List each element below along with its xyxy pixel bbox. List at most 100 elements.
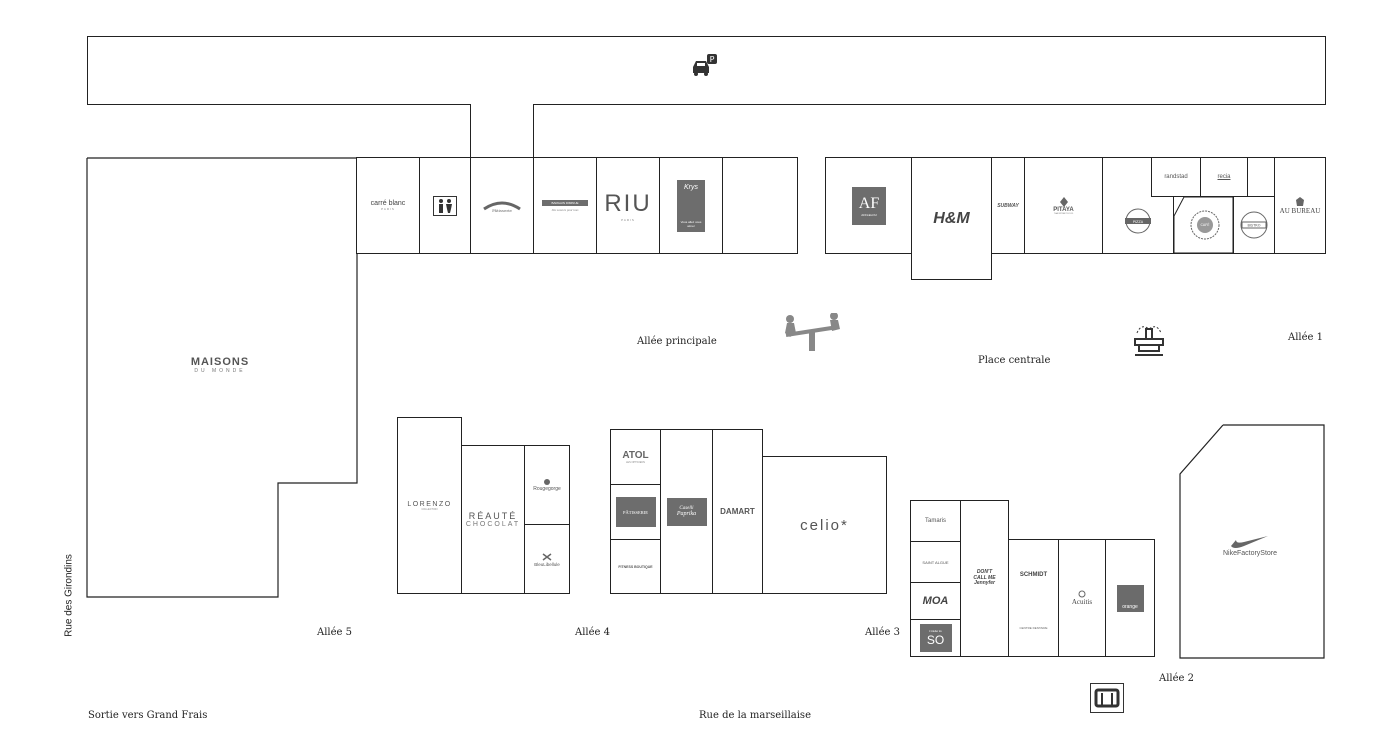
label-allee-3: Allée 3: [865, 627, 900, 638]
store-afflelou[interactable]: AF AFFLELOU: [825, 157, 913, 254]
celio-label: celio*: [800, 516, 849, 534]
label-place-centrale: Place centrale: [978, 355, 1051, 366]
store-recia[interactable]: recia: [1200, 157, 1248, 197]
so-label: SO: [926, 632, 945, 647]
riu-label: RIU: [604, 189, 652, 217]
store-bargain[interactable]: BARGAIN DIMINUE Des saveurs pour tous: [533, 157, 597, 254]
round-logo-1-icon: PIZZA: [1125, 208, 1151, 233]
store-au-bureau[interactable]: AU BUREAU: [1274, 157, 1326, 254]
label-allee-1: Allée 1: [1288, 332, 1323, 343]
store-restaurant-3[interactable]: BISTRO: [1233, 196, 1275, 254]
svg-text:P: P: [710, 55, 715, 64]
saintalgue-label: SAINT ALGUE: [922, 559, 949, 565]
rougegorge-label: Rougegorge: [533, 486, 561, 492]
reaute-label: RÉAUTÉ: [468, 511, 518, 521]
nike-label: NikeFactoryStore: [1222, 549, 1278, 557]
store-acuitis[interactable]: Acuitis: [1058, 539, 1106, 657]
label-allee-2: Allée 2: [1159, 673, 1194, 684]
riu-sub: PARIS: [621, 217, 635, 222]
restaurant3-label: BISTRO: [1248, 224, 1261, 228]
store-fitness-boutique[interactable]: FITNESS BOUTIQUE: [610, 539, 661, 594]
restaurant2-label: CAFÉ: [1200, 222, 1209, 227]
fountain-icon: [1131, 323, 1167, 359]
maisons-sub: DU MONDE: [194, 368, 246, 374]
schmidt-label: SCHMIDT: [1019, 572, 1048, 578]
wc-area[interactable]: [419, 157, 471, 254]
hm-label: H&M: [933, 209, 970, 227]
store-pitaya[interactable]: PITAYA THAI STREET FOOD: [1024, 157, 1103, 254]
acuitis-eye-icon: [1078, 590, 1086, 598]
store-orange[interactable]: orange: [1105, 539, 1155, 657]
store-rougegorge[interactable]: Rougegorge: [524, 445, 570, 525]
store-schmidt[interactable]: SCHMIDT: [1008, 560, 1059, 590]
aubureau-label: AU BUREAU: [1279, 206, 1321, 215]
store-lorenzo[interactable]: LORENZO COLLECTION: [397, 417, 462, 594]
store-empty-1[interactable]: [722, 157, 798, 254]
store-patisserie[interactable]: Pâtisserie: [470, 157, 534, 254]
orange-label: orange: [1122, 603, 1138, 610]
store-celio[interactable]: celio*: [762, 456, 887, 594]
krys-sub: Vous allez vous aimer: [680, 219, 702, 228]
store-patisserie-2[interactable]: PÂTISSERIE: [610, 484, 661, 540]
schmidt-centre-block: [1008, 539, 1059, 657]
pitaya-label: PITAYA: [1053, 206, 1074, 213]
store-atol[interactable]: ATOL LES OPTICIENS: [610, 429, 661, 485]
nike-swoosh-icon: [1231, 535, 1268, 548]
store-damart[interactable]: DAMART: [712, 429, 763, 594]
krys-logo: Krys Vous allez vous aimer: [677, 179, 705, 232]
reaute-sub: CHOCOLAT: [465, 521, 521, 528]
label-rue-girondins: Rue des Girondins: [63, 554, 75, 637]
restaurant1-label: PIZZA: [1133, 220, 1144, 224]
patisserie-label: Pâtisserie: [492, 208, 512, 213]
caselli-paprika-logo: Caselli Paprika: [666, 497, 707, 526]
bargain-sub: Des saveurs pour tous: [551, 207, 579, 212]
store-restaurant-2[interactable]: CAFÉ: [1182, 205, 1228, 245]
afflelou-sub: AFFLELOU: [861, 212, 877, 217]
centre-label: CENTRE DENTAIRE: [1019, 626, 1048, 630]
damart-label: DAMART: [720, 507, 755, 516]
store-krys[interactable]: Krys Vous allez vous aimer: [659, 157, 723, 254]
car-parking-icon[interactable]: P: [691, 54, 719, 78]
paprika-label: Paprika: [676, 511, 697, 517]
recia-label: recia: [1217, 174, 1231, 180]
orange-logo: orange: [1116, 584, 1144, 612]
store-dont-call-me-jennyfer[interactable]: DON'T CALL ME Jennyfer: [960, 500, 1009, 657]
wc-icon: [433, 195, 457, 216]
store-hm[interactable]: H&M: [911, 157, 992, 280]
store-carre-blanc[interactable]: carré blanc PARIS: [356, 157, 420, 254]
store-subway[interactable]: SUBWAY: [991, 157, 1025, 254]
store-tamaris[interactable]: Tamaris: [910, 500, 961, 542]
store-reaute-chocolat[interactable]: RÉAUTÉ CHOCOLAT: [461, 445, 525, 594]
rougegorge-bird-icon: [544, 479, 550, 485]
so-sub: L'Atelier du: [929, 629, 942, 633]
store-maisons-du-monde[interactable]: MAISONS DU MONDE: [150, 350, 290, 380]
store-nike-factory[interactable]: NikeFactoryStore: [1190, 525, 1310, 565]
store-randstad[interactable]: randstad: [1151, 157, 1201, 197]
moa-label: MOA: [922, 595, 949, 607]
krys-label: Krys: [684, 183, 698, 191]
label-allee-4: Allée 4: [575, 627, 610, 638]
patisserie2-label: PÂTISSERIE: [622, 509, 648, 515]
store-so[interactable]: L'Atelier du SO: [910, 619, 961, 657]
atm-icon[interactable]: [1090, 683, 1124, 713]
store-moa[interactable]: MOA: [910, 582, 961, 620]
seesaw-icon: [782, 313, 842, 353]
label-sortie-grand-frais: Sortie vers Grand Frais: [88, 710, 208, 721]
caselli-label: Caselli: [679, 506, 694, 511]
atol-label: ATOL: [622, 450, 649, 461]
patisserie2-logo: PÂTISSERIE: [615, 497, 656, 527]
pitaya-sub: THAI STREET FOOD: [1053, 212, 1074, 215]
dragonfly-icon: [542, 552, 552, 561]
lorenzo-label: LORENZO: [407, 500, 452, 508]
corridor-connector: [470, 104, 534, 160]
store-riu[interactable]: RIU PARIS: [596, 157, 660, 254]
so-logo: L'Atelier du SO: [919, 624, 952, 652]
store-centre-dentaire[interactable]: CENTRE DENTAIRE: [1008, 618, 1059, 638]
store-bleu-libellule[interactable]: BleuLibellule: [524, 524, 570, 594]
round-logo-3-icon: BISTRO: [1240, 211, 1268, 239]
store-caselli-paprika[interactable]: Caselli Paprika: [660, 429, 713, 594]
dontcallme-label: DON'T CALL ME Jennyfer: [973, 569, 996, 587]
store-saint-algue[interactable]: SAINT ALGUE: [910, 541, 961, 583]
randstad-label: randstad: [1164, 174, 1188, 180]
fitness-label: FITNESS BOUTIQUE: [618, 564, 653, 569]
